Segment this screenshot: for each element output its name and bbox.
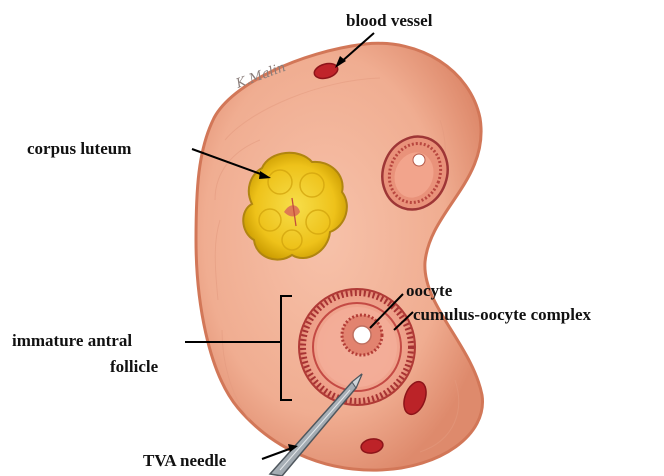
label-cumulus-oocyte-complex: cumulus-oocyte complex — [413, 305, 592, 324]
label-immature-antral-line2: follicle — [110, 357, 159, 376]
oocyte — [353, 326, 371, 344]
antral-follicle — [299, 289, 415, 405]
label-corpus-luteum: corpus luteum — [27, 139, 131, 158]
label-immature-antral-line1: immature antral — [12, 331, 132, 350]
label-blood-vessel: blood vessel — [346, 11, 433, 30]
label-oocyte: oocyte — [406, 281, 453, 300]
label-tva-needle: TVA needle — [143, 451, 227, 470]
